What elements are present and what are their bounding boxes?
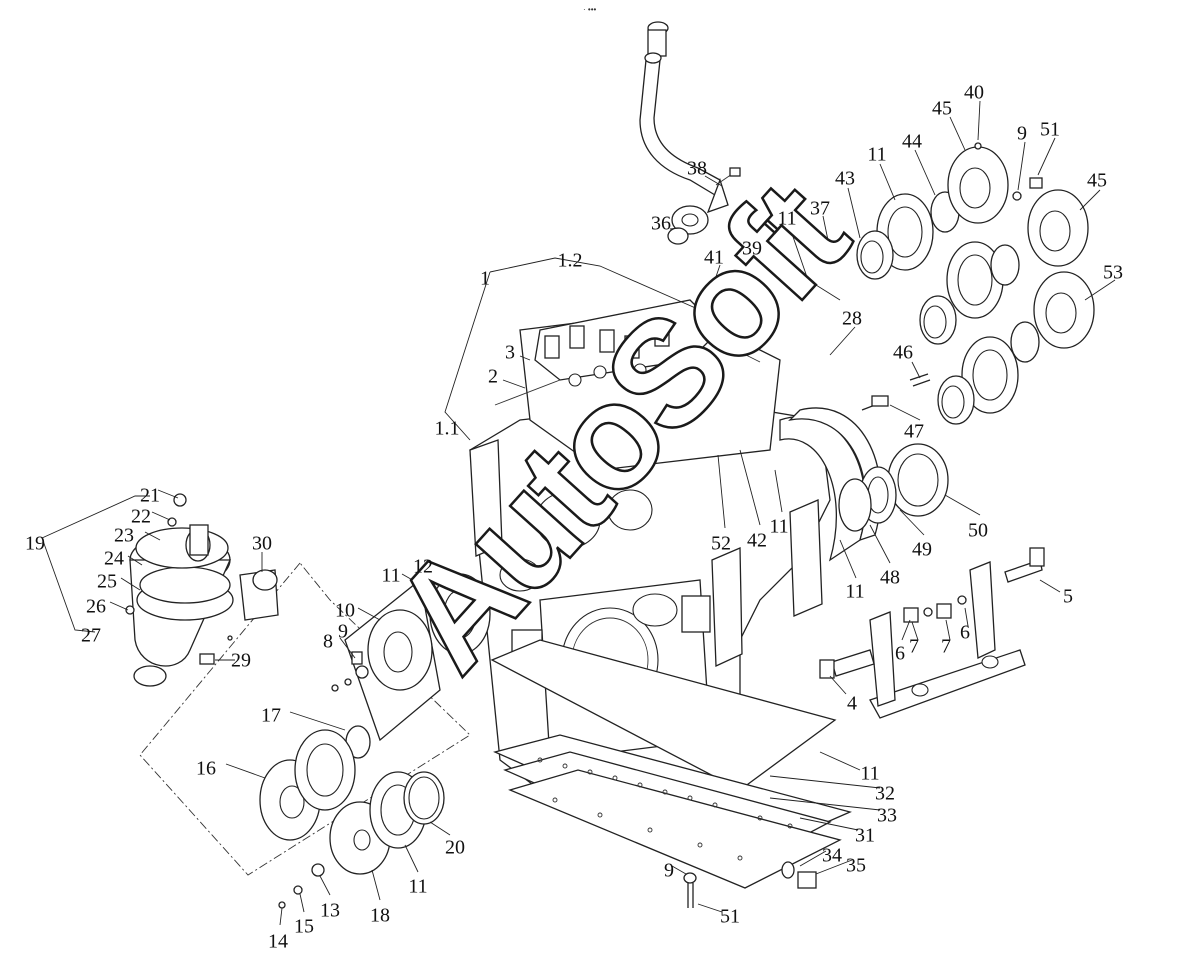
callout-28: 28 — [842, 308, 862, 330]
callout-38: 38 — [687, 158, 707, 180]
callout-43: 43 — [835, 168, 855, 190]
callout-11b: 11 — [867, 144, 886, 166]
callout-39: 39 — [742, 238, 762, 260]
callout-9a: 9 — [1017, 123, 1027, 145]
callout-3: 3 — [505, 342, 515, 364]
callout-35: 35 — [846, 855, 866, 877]
motor-assembly — [125, 493, 279, 687]
callout-52: 52 — [711, 533, 731, 555]
callout-7b: 7 — [941, 636, 951, 658]
callout-1-2: 1.2 — [558, 250, 583, 272]
callout-44: 44 — [902, 131, 922, 153]
callout-26: 26 — [86, 596, 106, 618]
callout-11f: 11 — [860, 763, 879, 785]
callout-34: 34 — [822, 845, 842, 867]
callout-9b: 9 — [338, 621, 348, 643]
callout-23: 23 — [114, 525, 134, 547]
callout-10: 10 — [335, 600, 355, 622]
valve-block — [494, 299, 721, 406]
corner-mark: · ••• — [583, 5, 596, 14]
callout-6b: 6 — [960, 622, 970, 644]
callout-15: 15 — [294, 916, 314, 938]
callout-45a: 45 — [932, 98, 952, 120]
callout-11a: 11 — [777, 208, 796, 230]
callout-11d: 11 — [845, 581, 864, 603]
callout-14: 14 — [268, 931, 288, 953]
callout-11e: 11 — [381, 565, 400, 587]
callout-11g: 11 — [408, 876, 427, 898]
callout-21: 21 — [140, 485, 160, 507]
callout-7a: 7 — [909, 636, 919, 658]
callout-37: 37 — [810, 198, 830, 220]
callout-16: 16 — [196, 758, 216, 780]
callout-22: 22 — [131, 506, 151, 528]
callout-31: 31 — [855, 825, 875, 847]
callout-2: 2 — [488, 366, 498, 388]
callout-50: 50 — [968, 520, 988, 542]
callout-32: 32 — [875, 783, 895, 805]
callout-29: 29 — [231, 650, 251, 672]
callout-18: 18 — [370, 905, 390, 927]
callout-5: 5 — [1063, 586, 1073, 608]
callout-8: 8 — [323, 631, 333, 653]
callout-47: 47 — [904, 421, 924, 443]
callout-45b: 45 — [1087, 170, 1107, 192]
leader-lines — [41, 100, 1116, 926]
callout-33: 33 — [877, 805, 897, 827]
callout-12: 12 — [413, 556, 433, 578]
output-seals — [838, 373, 949, 532]
callout-36: 36 — [651, 213, 671, 235]
right-flanges — [856, 142, 1095, 425]
callout-48: 48 — [880, 567, 900, 589]
input-flanges — [259, 573, 491, 909]
assembly-group-outline — [139, 562, 471, 876]
callout-9c: 9 — [664, 860, 674, 882]
callout-4: 4 — [847, 693, 857, 715]
callout-13: 13 — [320, 900, 340, 922]
callout-53: 53 — [1103, 262, 1123, 284]
callout-17: 17 — [261, 705, 281, 727]
callout-40: 40 — [964, 82, 984, 104]
callout-6a: 6 — [895, 643, 905, 665]
callout-1-1: 1.1 — [435, 418, 460, 440]
callout-51a: 51 — [1040, 119, 1060, 141]
callout-25: 25 — [97, 571, 117, 593]
callout-41: 41 — [704, 247, 724, 269]
gearbox-housing — [469, 309, 882, 889]
callout-30: 30 — [252, 533, 272, 555]
callout-19: 19 — [25, 533, 45, 555]
drain-plug — [683, 861, 817, 908]
callout-49: 49 — [912, 539, 932, 561]
callout-42: 42 — [747, 530, 767, 552]
callout-51b: 51 — [720, 906, 740, 928]
callout-27: 27 — [81, 625, 101, 647]
callout-11c: 11 — [769, 516, 788, 538]
callout-1: 1 — [480, 268, 490, 290]
callout-24: 24 — [104, 548, 124, 570]
mounting-bracket — [819, 547, 1045, 719]
callout-20: 20 — [445, 837, 465, 859]
callout-46: 46 — [893, 342, 913, 364]
